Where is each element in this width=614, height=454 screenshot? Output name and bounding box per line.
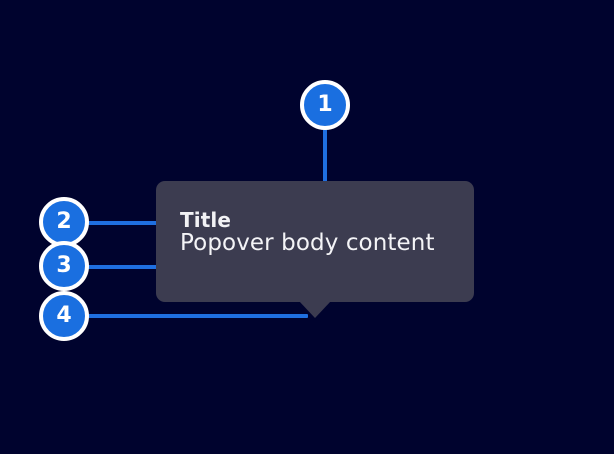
- connector-line-2: [86, 221, 180, 225]
- callout-marker-1[interactable]: 1: [300, 80, 350, 130]
- callout-marker-2[interactable]: 2: [39, 197, 89, 247]
- connector-line-1: [323, 128, 327, 203]
- popover-title: Title: [180, 208, 231, 232]
- popover-container: Title Popover body content: [156, 181, 474, 318]
- callout-marker-4[interactable]: 4: [39, 291, 89, 341]
- popover-arrow: [299, 301, 331, 318]
- connector-line-4: [86, 314, 308, 318]
- connector-line-3: [86, 265, 176, 269]
- popover-body-text: Popover body content: [180, 230, 435, 256]
- callout-marker-3[interactable]: 3: [39, 241, 89, 291]
